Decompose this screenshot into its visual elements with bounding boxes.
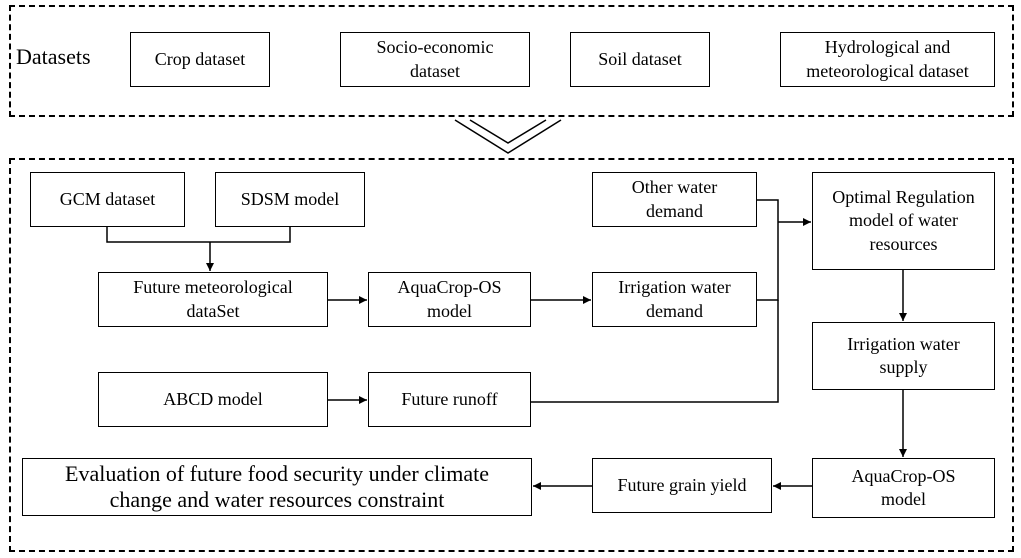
socio-economic-dataset-box: Socio-economic dataset <box>340 32 530 87</box>
soil-dataset-box: Soil dataset <box>570 32 710 87</box>
hydrological-meteorological-dataset-box: Hydrological and meteorological dataset <box>780 32 995 87</box>
irrigation-water-supply-box: Irrigation water supply <box>812 322 995 390</box>
crop-dataset-box: Crop dataset <box>130 32 270 87</box>
section-transition-chevron-inner <box>469 119 547 144</box>
gcm-dataset-box: GCM dataset <box>30 172 185 227</box>
datasets-label: Datasets <box>16 44 91 69</box>
optimal-regulation-model-box: Optimal Regulation model of water resour… <box>812 172 995 270</box>
aquacrop-os-model-box-1: AquaCrop-OS model <box>368 272 531 327</box>
other-water-demand-box: Other water demand <box>592 172 757 227</box>
future-runoff-box: Future runoff <box>368 372 531 427</box>
food-security-evaluation-box: Evaluation of future food security under… <box>22 458 532 516</box>
sdsm-model-box: SDSM model <box>215 172 365 227</box>
future-grain-yield-box: Future grain yield <box>592 458 772 513</box>
future-meteorological-dataset-box: Future meteorological dataSet <box>98 272 328 327</box>
workflow-section-border <box>9 158 1014 552</box>
abcd-model-box: ABCD model <box>98 372 328 427</box>
section-transition-chevron <box>454 119 562 154</box>
irrigation-water-demand-box: Irrigation water demand <box>592 272 757 327</box>
aquacrop-os-model-box-2: AquaCrop-OS model <box>812 458 995 518</box>
datasets-section-border <box>9 5 1014 117</box>
